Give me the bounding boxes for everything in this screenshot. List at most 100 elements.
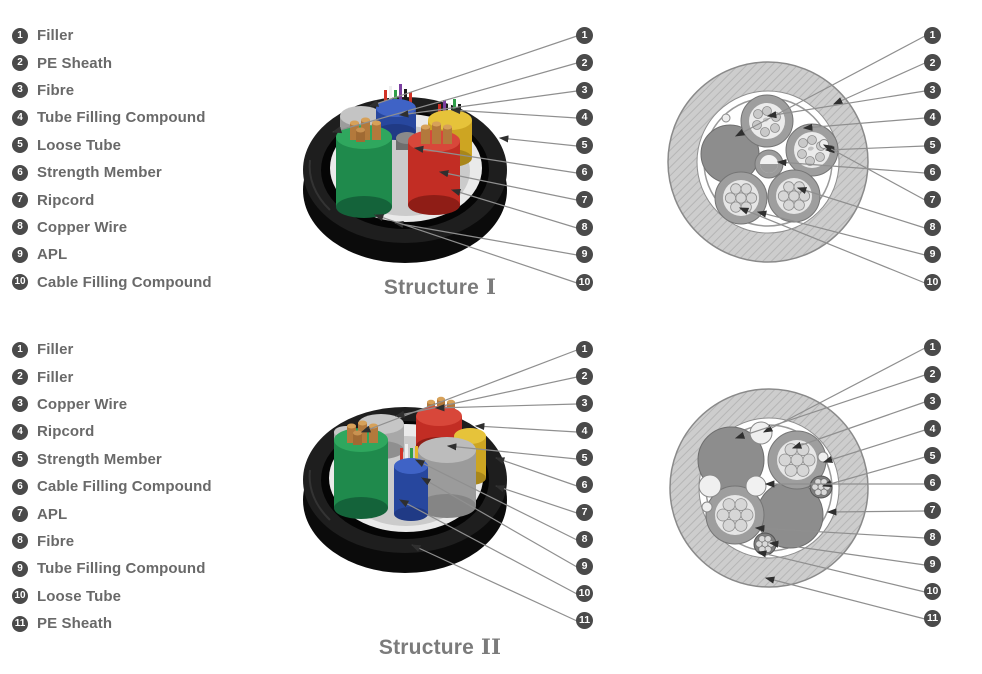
callout-number-badge: 8	[576, 218, 593, 236]
cross-section-illustration-structure-2	[669, 347, 926, 620]
filler-rod-section	[701, 501, 713, 513]
cable-cutaway	[303, 84, 507, 263]
legend-label: PE Sheath	[37, 54, 113, 72]
callout-number-badge: 2	[576, 54, 593, 72]
legend-number-badge: 3	[12, 396, 28, 413]
legend-number-badge: 8	[12, 219, 28, 236]
callout-number-badge: 6	[924, 163, 941, 181]
legend-number-badge: 6	[12, 164, 28, 181]
callout-number-badge: 8	[924, 218, 941, 236]
callout-lines	[734, 35, 926, 284]
legend-number-badge: 2	[12, 55, 28, 72]
legend-label: APL	[37, 505, 68, 523]
callout-number-badge: 4	[576, 109, 593, 127]
cable-cross-section	[669, 388, 869, 588]
legend-label: Fibre	[37, 81, 75, 99]
legend-number-badge: 8	[12, 533, 28, 550]
legend-label: Cable Filling Compound	[37, 273, 212, 291]
legend-number-badge: 7	[12, 192, 28, 209]
legend-item: 9 Tube Filling Compound	[12, 555, 212, 582]
callout-number-badge: 7	[576, 191, 593, 209]
structure-numeral: II	[481, 634, 502, 659]
callout-number-badge: 1	[924, 339, 941, 356]
callout-number-badge: 9	[924, 555, 941, 573]
structure-2-title: Structure II	[300, 634, 580, 660]
callout-number-badge: 9	[576, 246, 593, 264]
callout-number-badge: 1	[576, 27, 593, 44]
legend-label: Strength Member	[37, 450, 162, 468]
copper-wire-section	[809, 475, 833, 499]
legend-label: Cable Filling Compound	[37, 478, 212, 496]
legend-label: Copper Wire	[37, 395, 128, 413]
callout-number-badge: 6	[576, 476, 593, 494]
strength-member-section	[745, 475, 767, 497]
filler-rod-section	[698, 474, 722, 498]
callout-number-badge: 3	[576, 395, 593, 413]
callout-number-badge: 2	[924, 54, 941, 72]
legend-item: 5 Strength Member	[12, 446, 212, 473]
legend-item: 1 Filler	[12, 22, 212, 49]
callout-number-badge: 7	[924, 191, 941, 209]
cable-cross-section	[667, 61, 869, 263]
fibre-tube-section	[705, 485, 765, 545]
cutaway-illustration-structure-1	[303, 35, 578, 284]
legend-label: Tube Filling Compound	[37, 109, 206, 127]
callout-number-badge: 10	[576, 273, 593, 291]
callout-number-badge: 4	[924, 109, 941, 127]
cutaway-illustration-structure-2	[303, 349, 578, 622]
callout-number-badge: 3	[576, 81, 593, 99]
callout-number-badge: 5	[924, 447, 941, 465]
callout-number-badge: 5	[576, 136, 593, 154]
legend-item: 6 Strength Member	[12, 159, 212, 186]
legend-item: 9 APL	[12, 241, 212, 268]
callout-number-badge: 4	[924, 420, 941, 438]
legend-label: Fibre	[37, 532, 75, 550]
legend-label: APL	[37, 246, 68, 264]
legend-item: 3 Fibre	[12, 77, 212, 104]
legend-number-badge: 7	[12, 506, 28, 523]
fibre-tube-section	[767, 169, 821, 223]
callout-number-badge: 1	[924, 27, 941, 44]
legend-item: 4 Tube Filling Compound	[12, 104, 212, 131]
legend-item: 7 Ripcord	[12, 186, 212, 213]
copper-wires	[347, 420, 378, 445]
green-loose-tube	[336, 117, 392, 218]
legend-number-badge: 6	[12, 478, 28, 495]
legend-label: Copper Wire	[37, 218, 128, 236]
legend-structure-1: 1 Filler 2 PE Sheath 3 Fibre 4 Tube Fill…	[12, 22, 212, 296]
callout-lines	[360, 349, 578, 622]
callout-number-badge: 10	[924, 273, 941, 291]
legend-item: 2 Filler	[12, 363, 212, 390]
callout-lines	[734, 347, 926, 620]
callout-number-badge: 5	[924, 136, 941, 154]
legend-number-badge: 4	[12, 423, 28, 440]
callout-number-badge: 3	[924, 393, 941, 411]
legend-item: 8 Copper Wire	[12, 214, 212, 241]
legend-label: Tube Filling Compound	[37, 560, 206, 578]
legend-number-badge: 2	[12, 369, 28, 386]
red-loose-tube	[408, 121, 460, 215]
ripcord-section	[721, 113, 731, 123]
cable-cutaway	[303, 396, 507, 573]
structure-title-text: Structure	[378, 636, 475, 659]
callout-number-badge: 4	[576, 422, 593, 440]
loose-tube-section	[740, 94, 794, 148]
legend-number-badge: 1	[12, 341, 28, 358]
legend-label: Strength Member	[37, 164, 162, 182]
legend-item: 1 Filler	[12, 336, 212, 363]
legend-item: 2 PE Sheath	[12, 49, 212, 76]
callout-lines	[331, 35, 578, 284]
callout-number-badge: 3	[924, 81, 941, 99]
callout-number-badge: 1	[576, 341, 593, 358]
legend-label: Filler	[37, 27, 74, 45]
structure-numeral: I	[486, 274, 497, 299]
copper-wire-section	[753, 532, 777, 556]
callout-number-badge: 9	[924, 246, 941, 264]
callout-number-badge: 5	[576, 449, 593, 467]
callout-number-badge: 11	[924, 609, 941, 627]
